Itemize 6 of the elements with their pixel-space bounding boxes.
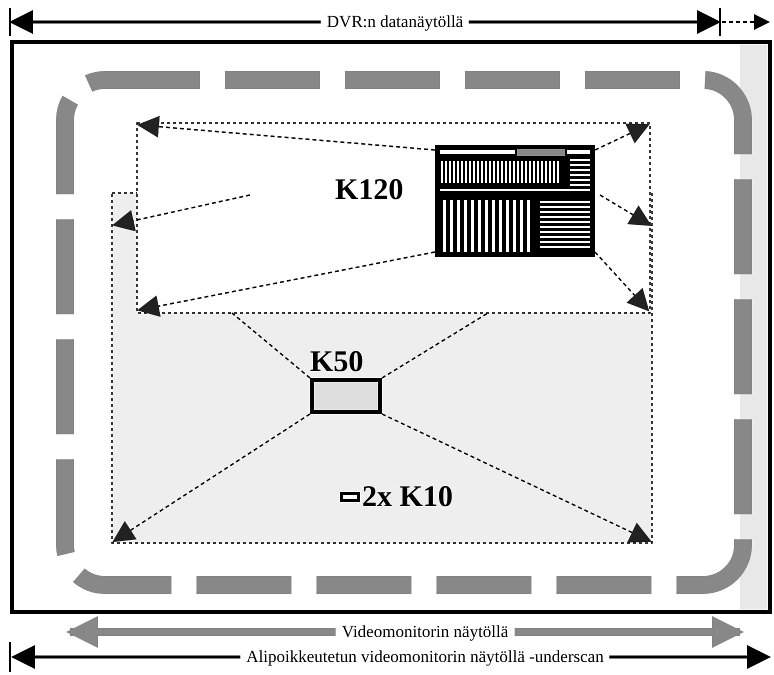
- area-label: 2x K10: [362, 480, 453, 514]
- dimension-label: Alipoikkeutetun videomonitorin näytöllä -underscan: [240, 647, 610, 667]
- dimension-label: DVR:n datanäytöllä: [320, 12, 470, 32]
- dimension-label: Videomonitorin näytöllä: [336, 622, 514, 642]
- area-label: K120: [335, 173, 404, 207]
- area-label: K50: [310, 345, 364, 379]
